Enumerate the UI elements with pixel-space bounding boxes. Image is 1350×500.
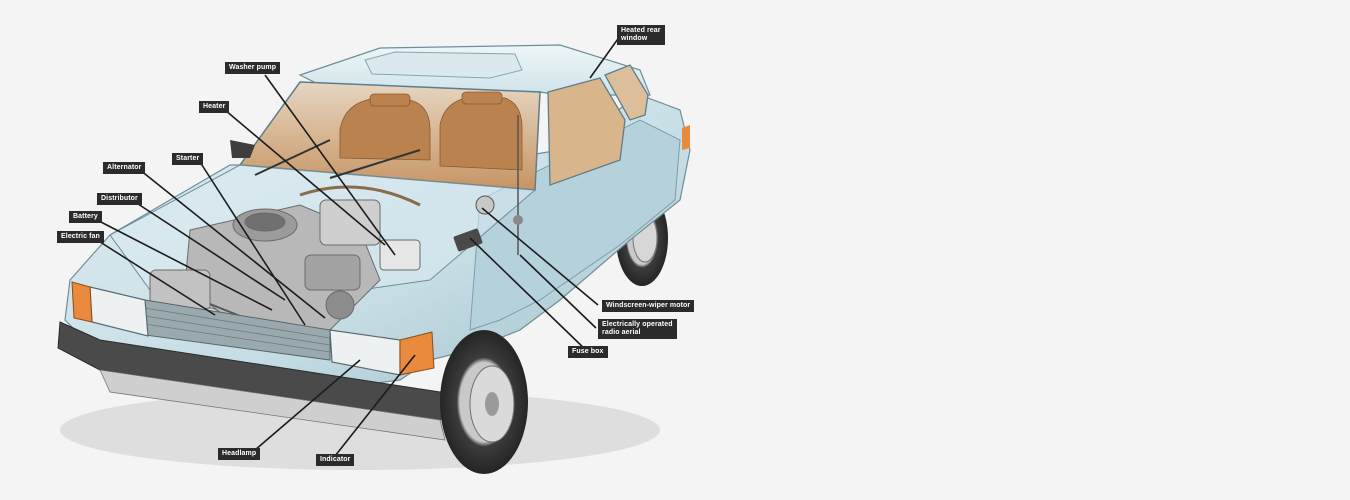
- leader-electric-fan: [96, 239, 216, 316]
- leader-radio-aerial: [519, 254, 597, 329]
- aerial-base: [513, 215, 523, 225]
- number-plate-area: [99, 369, 446, 441]
- leader-indicator: [334, 354, 416, 457]
- leader-alternator: [139, 169, 326, 319]
- fuse-box-part: [453, 228, 483, 252]
- leader-heated-rear-window: [589, 35, 621, 79]
- side-panel: [469, 119, 681, 331]
- indicator-left: [71, 281, 93, 323]
- leader-lines: [96, 35, 621, 457]
- door-mirror: [230, 140, 255, 158]
- leader-washer-pump: [264, 74, 396, 256]
- wiper-blade-right: [329, 149, 421, 179]
- label-washer-pump: Washer pump: [225, 62, 281, 74]
- label-electric-fan: Electric fan: [57, 231, 104, 243]
- label-battery: Battery: [69, 211, 102, 223]
- label-radio-aerial: Electrically operated radio aerial: [598, 319, 677, 339]
- front-wheel: [440, 330, 528, 474]
- label-indicator: Indicator: [316, 454, 355, 466]
- label-distributor: Distributor: [97, 193, 142, 205]
- leader-battery: [96, 219, 273, 311]
- engine: [184, 185, 421, 331]
- wiper-motor: [475, 195, 495, 215]
- leader-distributor: [134, 201, 286, 301]
- leader-fuse-box: [469, 237, 589, 353]
- leader-heater: [224, 109, 386, 246]
- label-headlamp: Headlamp: [218, 448, 261, 460]
- sunroof: [364, 51, 523, 79]
- label-fuse-box: Fuse box: [568, 346, 608, 358]
- seats: [339, 91, 523, 171]
- side-marker: [682, 125, 690, 150]
- wiper-blade-left: [254, 139, 331, 176]
- label-alternator: Alternator: [103, 162, 146, 174]
- label-heater: Heater: [199, 101, 230, 113]
- label-starter: Starter: [172, 153, 204, 165]
- label-windscreen-wiper-motor: Windscreen-wiper motor: [602, 300, 695, 312]
- rear-side-window: [604, 64, 649, 121]
- leader-headlamp: [254, 359, 361, 451]
- front-side-window: [547, 77, 626, 186]
- label-heated-rear-window: Heated rear window: [617, 25, 665, 45]
- leader-starter: [199, 161, 306, 326]
- leader-wiper-motor: [481, 207, 599, 306]
- grille-slats: [144, 307, 331, 353]
